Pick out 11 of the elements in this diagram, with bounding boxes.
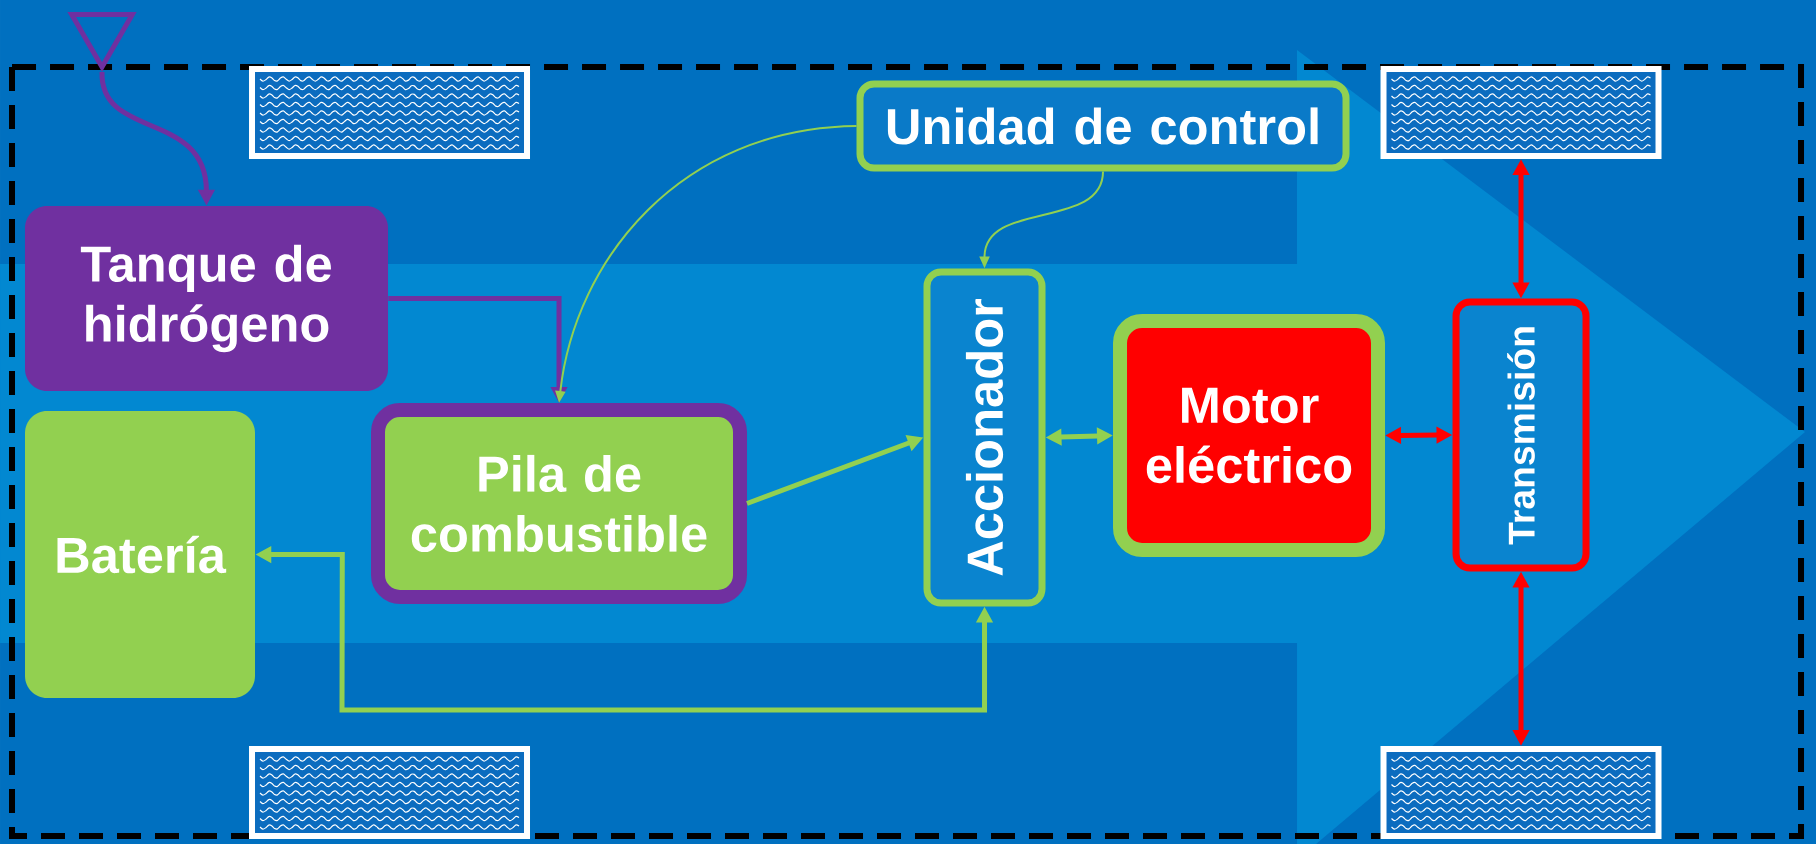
wheel [249,66,530,159]
transmission-box: Transmisión [1452,298,1590,572]
control-unit-box: Unidad de control [856,80,1350,172]
motor-box: Motor eléctrico [1113,314,1385,557]
wheel [1380,66,1662,159]
tank-box: Tanque de hidrógeno [25,206,388,391]
wheel [1380,746,1662,839]
battery-box: Batería [25,411,255,698]
actuator-box: Accionador [923,268,1046,607]
fuel-cell-box: Pila de combustible [371,403,747,604]
wheel [249,746,530,839]
